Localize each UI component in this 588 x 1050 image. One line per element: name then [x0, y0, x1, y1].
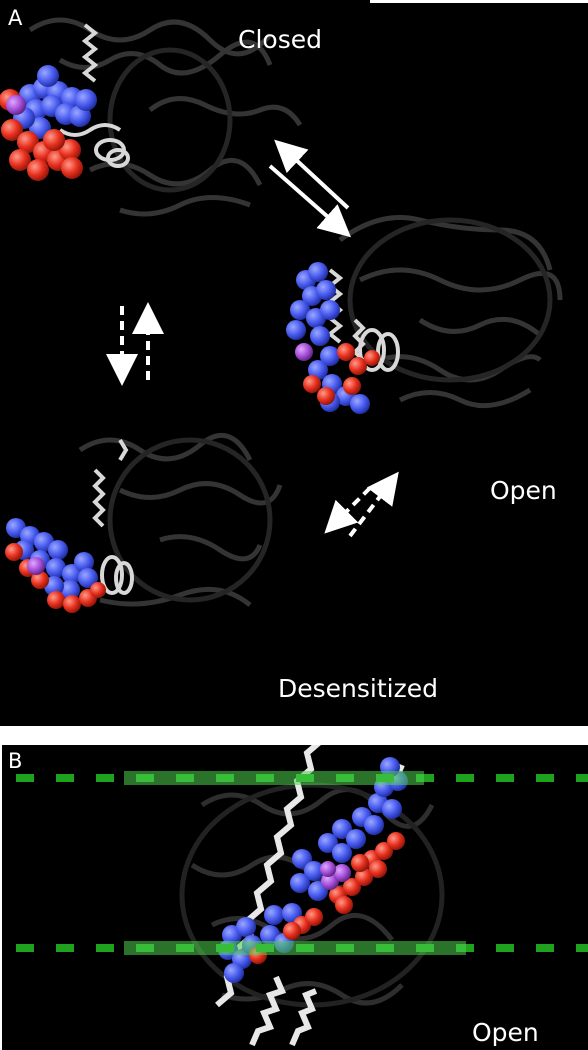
arrow-open-to-desensitized	[324, 486, 372, 534]
side-view-state-label: Open	[472, 1018, 539, 1047]
closed-state-label: Closed	[238, 25, 322, 54]
closed-state-helices	[58, 23, 130, 168]
membrane-lower-boundary	[16, 941, 588, 955]
panel-b-label: B	[8, 749, 23, 773]
arrow-desensitized-to-open	[348, 471, 399, 538]
open-state-label: Open	[490, 476, 557, 505]
open-state-highlight-residue	[295, 343, 313, 361]
closed-desensitized-arrows	[106, 302, 164, 386]
open-state-acidic-residues	[303, 343, 380, 405]
desensitized-state-highlight-residue	[27, 557, 45, 575]
closed-open-arrows	[268, 139, 352, 238]
panel-a-label: A	[8, 6, 23, 30]
arrow-closed-to-open	[268, 164, 352, 238]
desensitized-state-helices	[92, 438, 134, 595]
side-view-acidic-residues	[249, 832, 405, 964]
closed-state-basic-residues	[13, 65, 97, 139]
closed-state-acidic-residues	[0, 89, 83, 181]
panel-a: A Closed Open Desensitized	[0, 0, 588, 726]
open-desensitized-arrows	[324, 471, 399, 538]
closed-state-highlight-residue	[6, 95, 26, 115]
desensitized-state-protein	[78, 433, 283, 607]
panel-a-drawing	[0, 0, 588, 613]
arrow-open-to-closed	[274, 139, 350, 210]
panel-b: B Open	[2, 745, 588, 1050]
panel-b-drawing	[16, 745, 588, 1047]
desensitized-state-basic-residues	[6, 518, 98, 600]
open-state-protein	[338, 215, 563, 409]
membrane-upper-boundary	[16, 771, 588, 785]
side-view-highlight-residues	[320, 861, 351, 890]
desensitized-state-label: Desensitized	[278, 674, 438, 703]
